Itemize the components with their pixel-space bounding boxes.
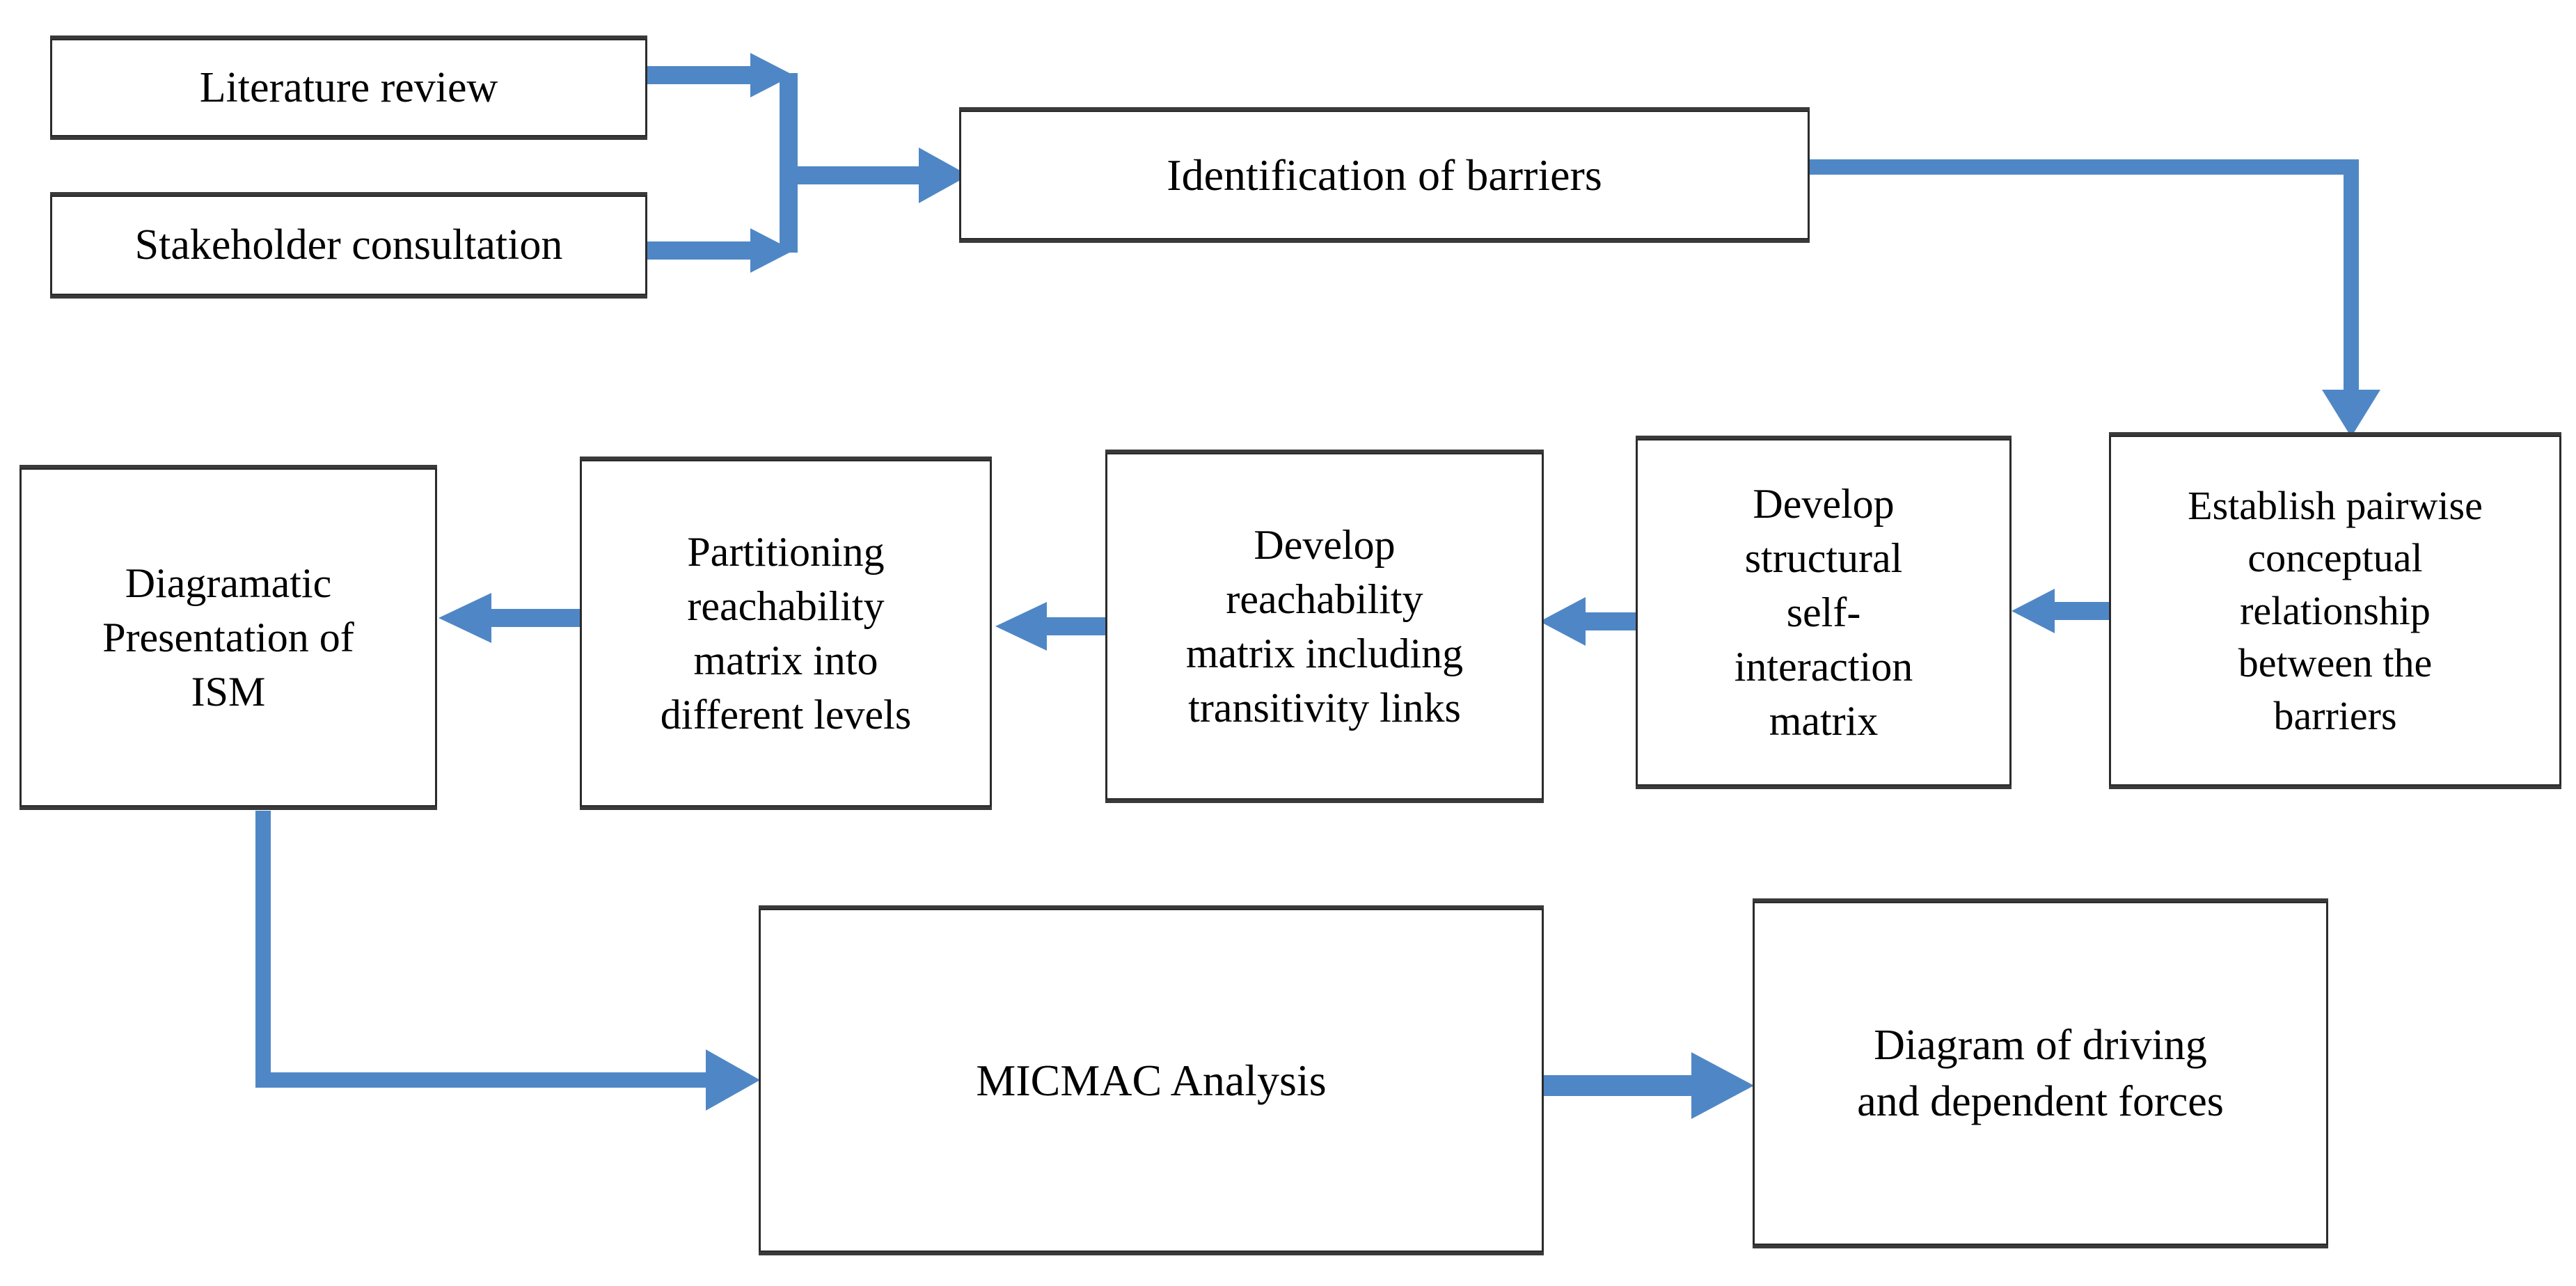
node-label: Diagramatic Presentation of ISM xyxy=(102,560,354,715)
node-label: Develop structural self- interaction mat… xyxy=(1734,481,1913,744)
connector-identification-to-establish-pairwise xyxy=(1810,159,2380,437)
connector-diagramatic-to-micmac xyxy=(255,811,760,1111)
node-partition-reachability[interactable]: Partitioning reachability matrix into di… xyxy=(580,457,992,810)
node-identification-of-barriers[interactable]: Identification of barriers xyxy=(959,107,1810,243)
node-label: Diagram of driving and dependent forces xyxy=(1857,1021,2224,1125)
node-label: Partitioning reachability matrix into di… xyxy=(660,529,912,738)
node-establish-pairwise[interactable]: Establish pairwise conceptual relationsh… xyxy=(2109,432,2561,789)
node-label: Literature review xyxy=(199,63,498,111)
connector-micmac-to-driving-forces xyxy=(1544,1052,1754,1119)
node-literature-review[interactable]: Literature review xyxy=(50,35,647,140)
node-develop-ssim[interactable]: Develop structural self- interaction mat… xyxy=(1636,436,2012,789)
connector-junction-to-identification xyxy=(789,148,969,203)
node-micmac-analysis[interactable]: MICMAC Analysis xyxy=(759,905,1544,1255)
connector-reachability-to-partition xyxy=(995,602,1105,651)
node-stakeholder-consultation[interactable]: Stakeholder consultation xyxy=(50,192,647,299)
node-driving-dependent-forces[interactable]: Diagram of driving and dependent forces xyxy=(1753,898,2328,1248)
node-label: Identification of barriers xyxy=(1167,150,1602,200)
connector-literature-review-to-junction xyxy=(647,53,793,97)
connector-establish-pairwise-to-ssim xyxy=(2012,589,2109,633)
node-develop-reachability[interactable]: Develop reachability matrix including tr… xyxy=(1105,450,1544,803)
node-label: Stakeholder consultation xyxy=(134,221,563,269)
connector-ssim-to-reachability xyxy=(1540,597,1636,646)
connector-stakeholder-consultation-to-junction xyxy=(647,228,793,273)
node-diagramatic-presentation[interactable]: Diagramatic Presentation of ISM xyxy=(19,465,437,810)
node-label: MICMAC Analysis xyxy=(976,1055,1327,1105)
node-label: Develop reachability matrix including tr… xyxy=(1185,522,1464,731)
node-label: Establish pairwise conceptual relationsh… xyxy=(2188,483,2483,738)
connector-partition-to-diagramatic xyxy=(438,593,580,643)
